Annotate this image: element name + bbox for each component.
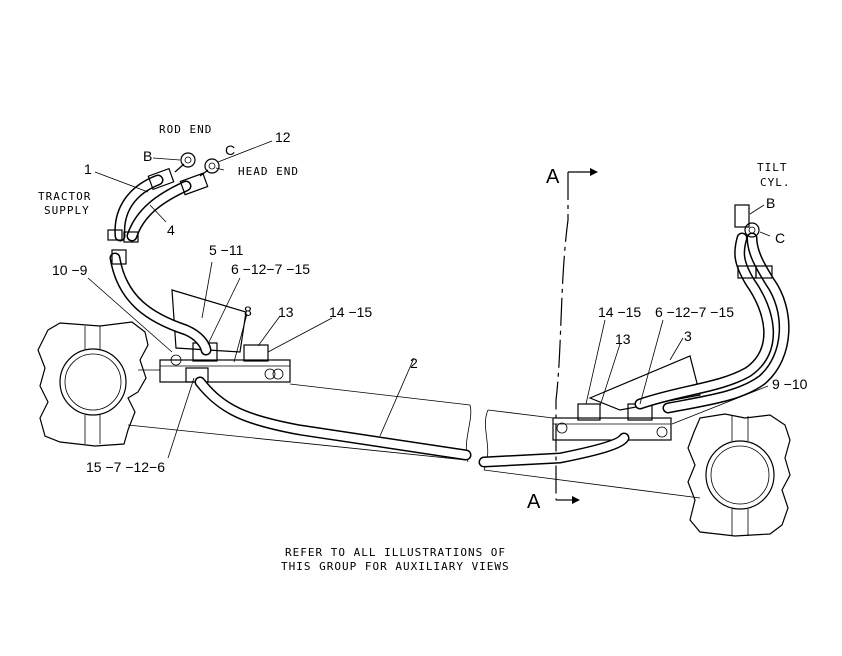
callout-2: 2 (410, 355, 418, 371)
callout-9-10: 9 −10 (772, 376, 808, 392)
callout-14-15-left: 14 −15 (329, 304, 372, 320)
callout-b-left: B (143, 148, 152, 164)
section-mark-bottom: A (527, 491, 541, 513)
callout-3: 3 (684, 328, 692, 344)
callout-12: 12 (275, 129, 291, 145)
callout-c-right: C (775, 230, 785, 246)
callout-10-9: 10 −9 (52, 262, 88, 278)
callout-15-7-12-6: 15 −7 −12−6 (86, 459, 165, 475)
hoses (109, 174, 790, 468)
rod-end-label: ROD END (159, 123, 212, 136)
callout-6-12-7-15-left: 6 −12−7 −15 (231, 261, 310, 277)
callout-b-right: B (766, 195, 775, 211)
note-line2: THIS GROUP FOR AUXILIARY VIEWS (281, 560, 510, 573)
leader-lines (87, 140, 771, 459)
tractor-supply-label-line2: SUPPLY (44, 204, 90, 217)
callout-1: 1 (84, 161, 92, 177)
note-line1: REFER TO ALL ILLUSTRATIONS OF (285, 546, 506, 559)
callout-c-left: C (225, 142, 235, 158)
tilt-cyl-label-line1: TILT (757, 161, 788, 174)
callout-13-left: 13 (278, 304, 294, 320)
callout-5-11: 5 −11 (209, 242, 244, 258)
callout-8: 8 (244, 303, 252, 319)
callout-6-12-7-15-right: 6 −12−7 −15 (655, 304, 734, 320)
callout-13-right: 13 (615, 331, 631, 347)
callout-14-15-right: 14 −15 (598, 304, 641, 320)
right-frame-casting (687, 413, 791, 537)
callout-4: 4 (167, 222, 175, 238)
left-frame-casting (37, 321, 160, 447)
rod-head-fittings (107, 152, 220, 265)
section-mark-top: A (546, 166, 560, 188)
section-line-a (555, 168, 598, 504)
tilt-cyl-label-line2: CYL. (760, 176, 791, 189)
tractor-supply-label-line1: TRACTOR (38, 190, 91, 203)
tilt-cyl-fittings (734, 204, 773, 279)
head-end-label: HEAD END (238, 165, 299, 178)
left-manifold (159, 289, 291, 383)
